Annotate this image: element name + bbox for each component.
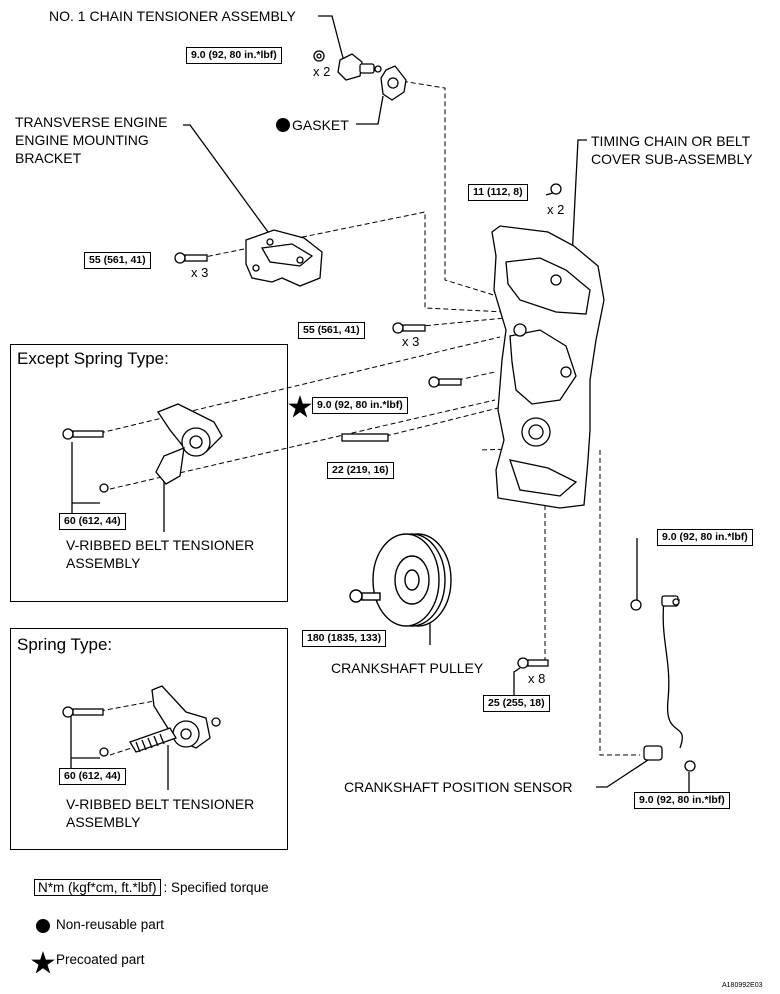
except-spring-title: Except Spring Type:: [17, 349, 169, 368]
stud-part: [341, 433, 389, 442]
crank-pulley-label: CRANKSHAFT PULLEY: [331, 660, 484, 676]
leader-mount-bracket: [183, 124, 269, 233]
legend-dot-icon: [36, 919, 50, 933]
gasket-label: GASKET: [292, 117, 349, 133]
leader-crank-sensor: [596, 759, 649, 788]
mount-bracket-label-3: BRACKET: [15, 150, 82, 166]
chain-tensioner-part: [313, 50, 407, 101]
torque-box-bracket: 55 (561, 41): [84, 252, 151, 269]
vbelt-tensioner-label-1: V-RIBBED BELT TENSIONER: [66, 537, 255, 553]
mount-bracket-label-2: ENGINE MOUNTING: [15, 132, 149, 148]
gasket-dot-icon: [276, 118, 290, 132]
figure-code: A180992E03: [722, 982, 763, 989]
torque-box-sensor-top: 9.0 (92, 80 in.*lbf): [657, 529, 753, 546]
crank-pulley-part: [349, 533, 452, 627]
legend-star-icon: [31, 951, 55, 974]
timing-cover-label-1: TIMING CHAIN OR BELT: [591, 133, 751, 149]
chain-tensioner-label: NO. 1 CHAIN TENSIONER ASSEMBLY: [49, 8, 296, 24]
multiplier-cover-x8: x 8: [528, 671, 546, 686]
legend-precoated: Precoated part: [56, 952, 145, 967]
torque-box-cover-bolt: 55 (561, 41): [298, 322, 365, 339]
multiplier-cover-bolt: x 3: [402, 334, 420, 349]
torque-box-stud: 22 (219, 16): [327, 462, 394, 479]
timing-cover-part: [491, 183, 605, 509]
multiplier-cover-nut: x 2: [547, 202, 565, 217]
torque-box-cover-nut: 11 (112, 8): [468, 184, 528, 201]
leader-chain-tensioner: [318, 15, 344, 59]
spring-tensioner-part: [62, 685, 221, 757]
vbelt2-tensioner-label-1: V-RIBBED BELT TENSIONER: [66, 796, 255, 812]
torque-box-sensor-bot: 9.0 (92, 80 in.*lbf): [634, 792, 730, 809]
legend-spec-box: N*m (kgf*cm, ft.*lbf): [34, 879, 161, 896]
legend-non-reusable: Non-reusable part: [56, 917, 165, 932]
leader-gasket: [356, 95, 384, 125]
multiplier-tensioner: x 2: [313, 64, 331, 79]
torque-box-pulley: 180 (1835, 133): [302, 630, 387, 647]
except-spring-panel: Except Spring Type: V-RIBBED BELT TENSIO…: [10, 344, 288, 602]
precoated-star-icon: [288, 395, 312, 418]
torque-box-spring: 60 (612, 44): [59, 768, 126, 785]
torque-box-tensioner: 9.0 (92, 80 in.*lbf): [186, 47, 282, 64]
timing-cover-label-2: COVER SUB-ASSEMBLY: [591, 151, 753, 167]
crank-sensor-label: CRANKSHAFT POSITION SENSOR: [344, 779, 573, 795]
legend-spec-text: : Specified torque: [163, 880, 269, 895]
torque-box-except: 60 (612, 44): [59, 513, 126, 530]
legend-specified-torque: N*m (kgf*cm, ft.*lbf) : Specified torque: [34, 879, 269, 896]
crank-sensor-part: [630, 595, 696, 772]
multiplier-bracket: x 3: [191, 265, 209, 280]
torque-box-cover-x8: 25 (255, 18): [483, 695, 550, 712]
vbelt2-tensioner-label-2: ASSEMBLY: [66, 814, 141, 830]
mount-bracket-part: [174, 229, 323, 287]
vbelt-tensioner-label-2: ASSEMBLY: [66, 555, 141, 571]
spring-type-title: Spring Type:: [17, 635, 113, 654]
except-tensioner-part: [62, 403, 223, 493]
mount-bracket-label-1: TRANSVERSE ENGINE: [15, 114, 168, 130]
spring-type-panel: Spring Type: V-RIBBED BELT TENSIONER ASS…: [10, 628, 288, 850]
torque-box-precoated: 9.0 (92, 80 in.*lbf): [312, 397, 408, 414]
leader-timing-cover: [571, 139, 587, 259]
